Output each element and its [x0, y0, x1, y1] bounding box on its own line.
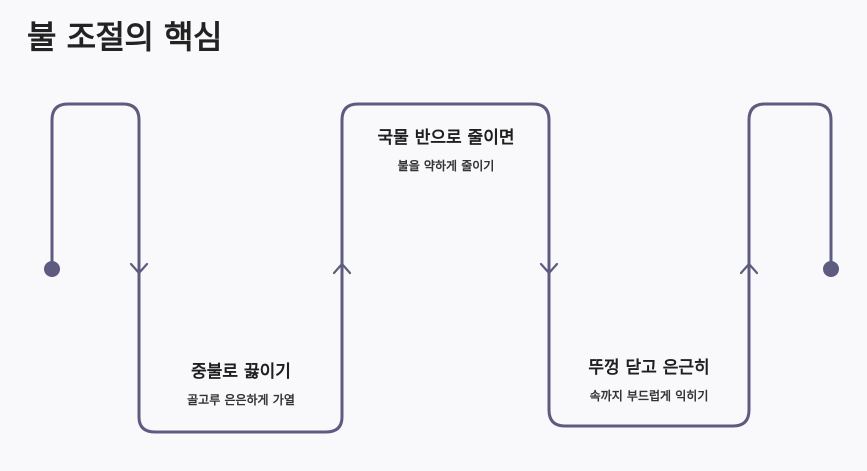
flow-path	[50, 102, 833, 434]
page-title: 불 조절의 핵심	[27, 18, 222, 56]
chevron-down-icon	[539, 262, 559, 275]
step-2: 국물 반으로 줄이면 불을 약하게 줄이기	[372, 128, 520, 174]
chevron-up-icon	[739, 262, 759, 275]
chevron-down-icon	[129, 262, 149, 275]
step-3-desc: 속까지 부드럽게 익히기	[589, 389, 709, 403]
step-1: 중불로 끓이기 골고루 은은하게 가열	[141, 362, 341, 408]
step-3: 뚜껑 닫고 은근히 속까지 부드럽게 익히기	[551, 358, 747, 404]
start-dot	[44, 261, 60, 277]
step-1-desc: 골고루 은은하게 가열	[187, 393, 295, 407]
end-dot	[823, 261, 839, 277]
step-2-title: 국물 반으로 줄이면	[377, 128, 515, 148]
step-1-title: 중불로 끓이기	[191, 362, 291, 382]
step-3-title: 뚜껑 닫고 은근히	[588, 358, 710, 378]
chevron-up-icon	[332, 262, 352, 275]
step-2-desc: 불을 약하게 줄이기	[397, 159, 495, 173]
